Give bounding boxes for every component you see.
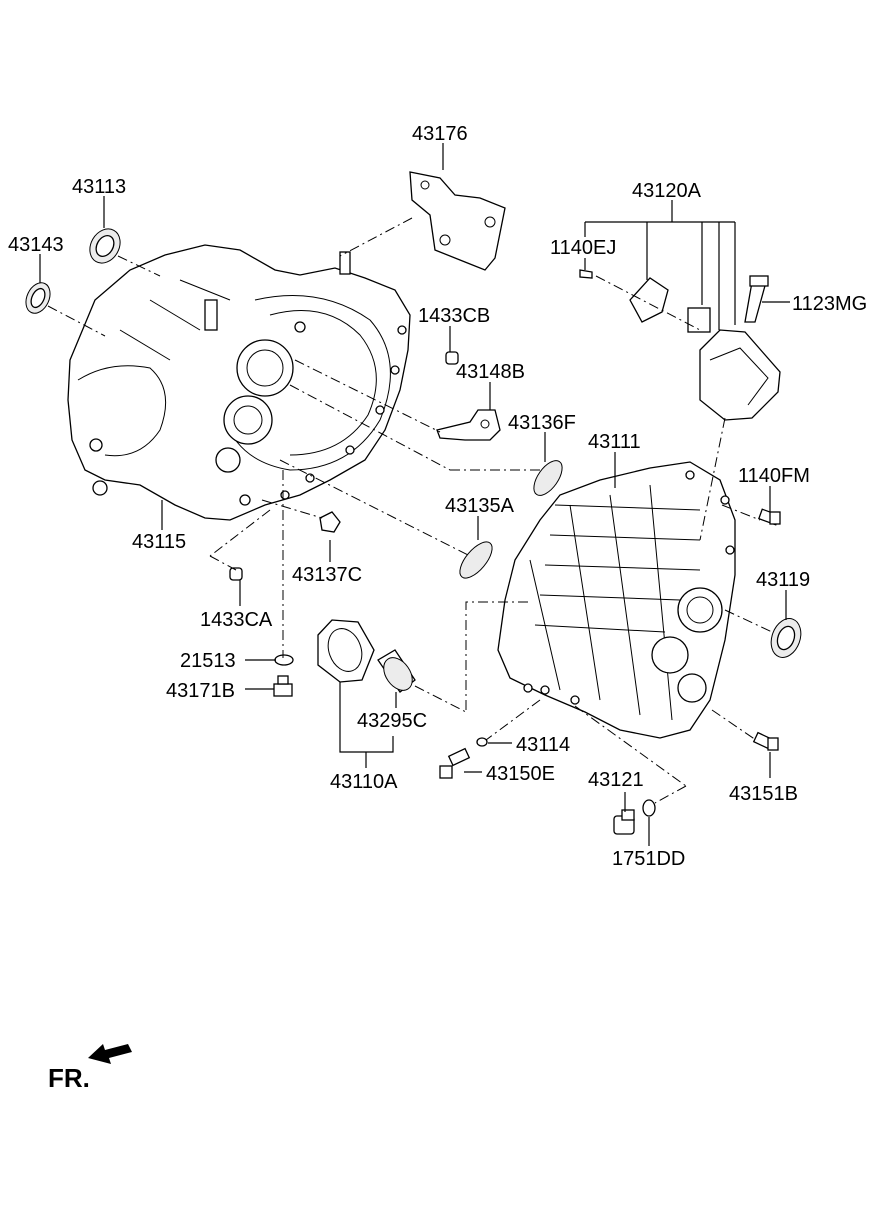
- transaxle-case-drawing: [497, 461, 736, 739]
- plug-43121-drawing: [613, 809, 635, 835]
- bolt-43150E-drawing: [439, 747, 471, 779]
- plug-43171B-drawing: [273, 675, 293, 697]
- label-43110A: 43110A: [330, 771, 398, 793]
- oil-seal-43119-drawing: [770, 618, 802, 658]
- bolt-1140FM-drawing: [757, 508, 781, 526]
- oil-seal-43143-drawing: [25, 282, 51, 314]
- label-43120A: 43120A: [632, 180, 702, 202]
- label-43136F: 43136F: [508, 412, 576, 434]
- label-43150E: 43150E: [486, 763, 555, 785]
- label-43121: 43121: [588, 769, 644, 791]
- washer-43114-drawing: [476, 737, 488, 747]
- label-1433CA: 1433CA: [200, 609, 273, 631]
- plate-43135A-drawing: [459, 541, 493, 579]
- bracket-43176-drawing: [409, 171, 506, 271]
- gasket-21513-drawing: [274, 654, 294, 666]
- clutch-housing-drawing: [67, 244, 411, 521]
- dowel-1433CA-drawing: [229, 567, 243, 581]
- label-43137C: 43137C: [292, 564, 362, 586]
- assembly-lines: [47, 217, 773, 804]
- plug-43137C-drawing: [319, 511, 341, 533]
- bolt-43151B-drawing: [752, 731, 779, 751]
- label-1123MG: 1123MG: [792, 293, 867, 315]
- bracket-43148B-drawing: [436, 409, 501, 441]
- label-43176: 43176: [412, 123, 468, 145]
- plug-1433CB-drawing: [445, 351, 459, 365]
- front-arrow-icon: [88, 1044, 132, 1064]
- label-43111: 43111: [588, 431, 641, 453]
- label-43148B: 43148B: [456, 361, 525, 383]
- front-direction-label: FR.: [48, 1063, 90, 1093]
- label-43113: 43113: [72, 176, 126, 198]
- plate-43136F-drawing: [533, 460, 563, 496]
- oil-seal-43113-drawing: [89, 228, 121, 264]
- bracket-43120A-drawing: [579, 269, 781, 421]
- gasket-1751DD-drawing: [642, 799, 656, 817]
- label-1140FM: 1140FM: [738, 465, 810, 487]
- label-43119: 43119: [756, 569, 810, 591]
- label-43295C: 43295C: [357, 710, 427, 732]
- bearing-43110A-drawing: [317, 619, 375, 683]
- label-43135A: 43135A: [445, 495, 515, 517]
- leader-lines: [39, 143, 790, 846]
- label-1751DD: 1751DD: [612, 848, 685, 870]
- label-1140EJ: 1140EJ: [550, 237, 616, 259]
- label-43115: 43115: [132, 531, 186, 553]
- label-43151B: 43151B: [729, 783, 798, 805]
- label-43114: 43114: [516, 734, 570, 756]
- bearing-43295C-drawing: [377, 649, 416, 693]
- label-43143: 43143: [8, 234, 64, 256]
- label-43171B: 43171B: [166, 680, 235, 702]
- label-21513: 21513: [180, 650, 236, 672]
- label-1433CB: 1433CB: [418, 305, 490, 327]
